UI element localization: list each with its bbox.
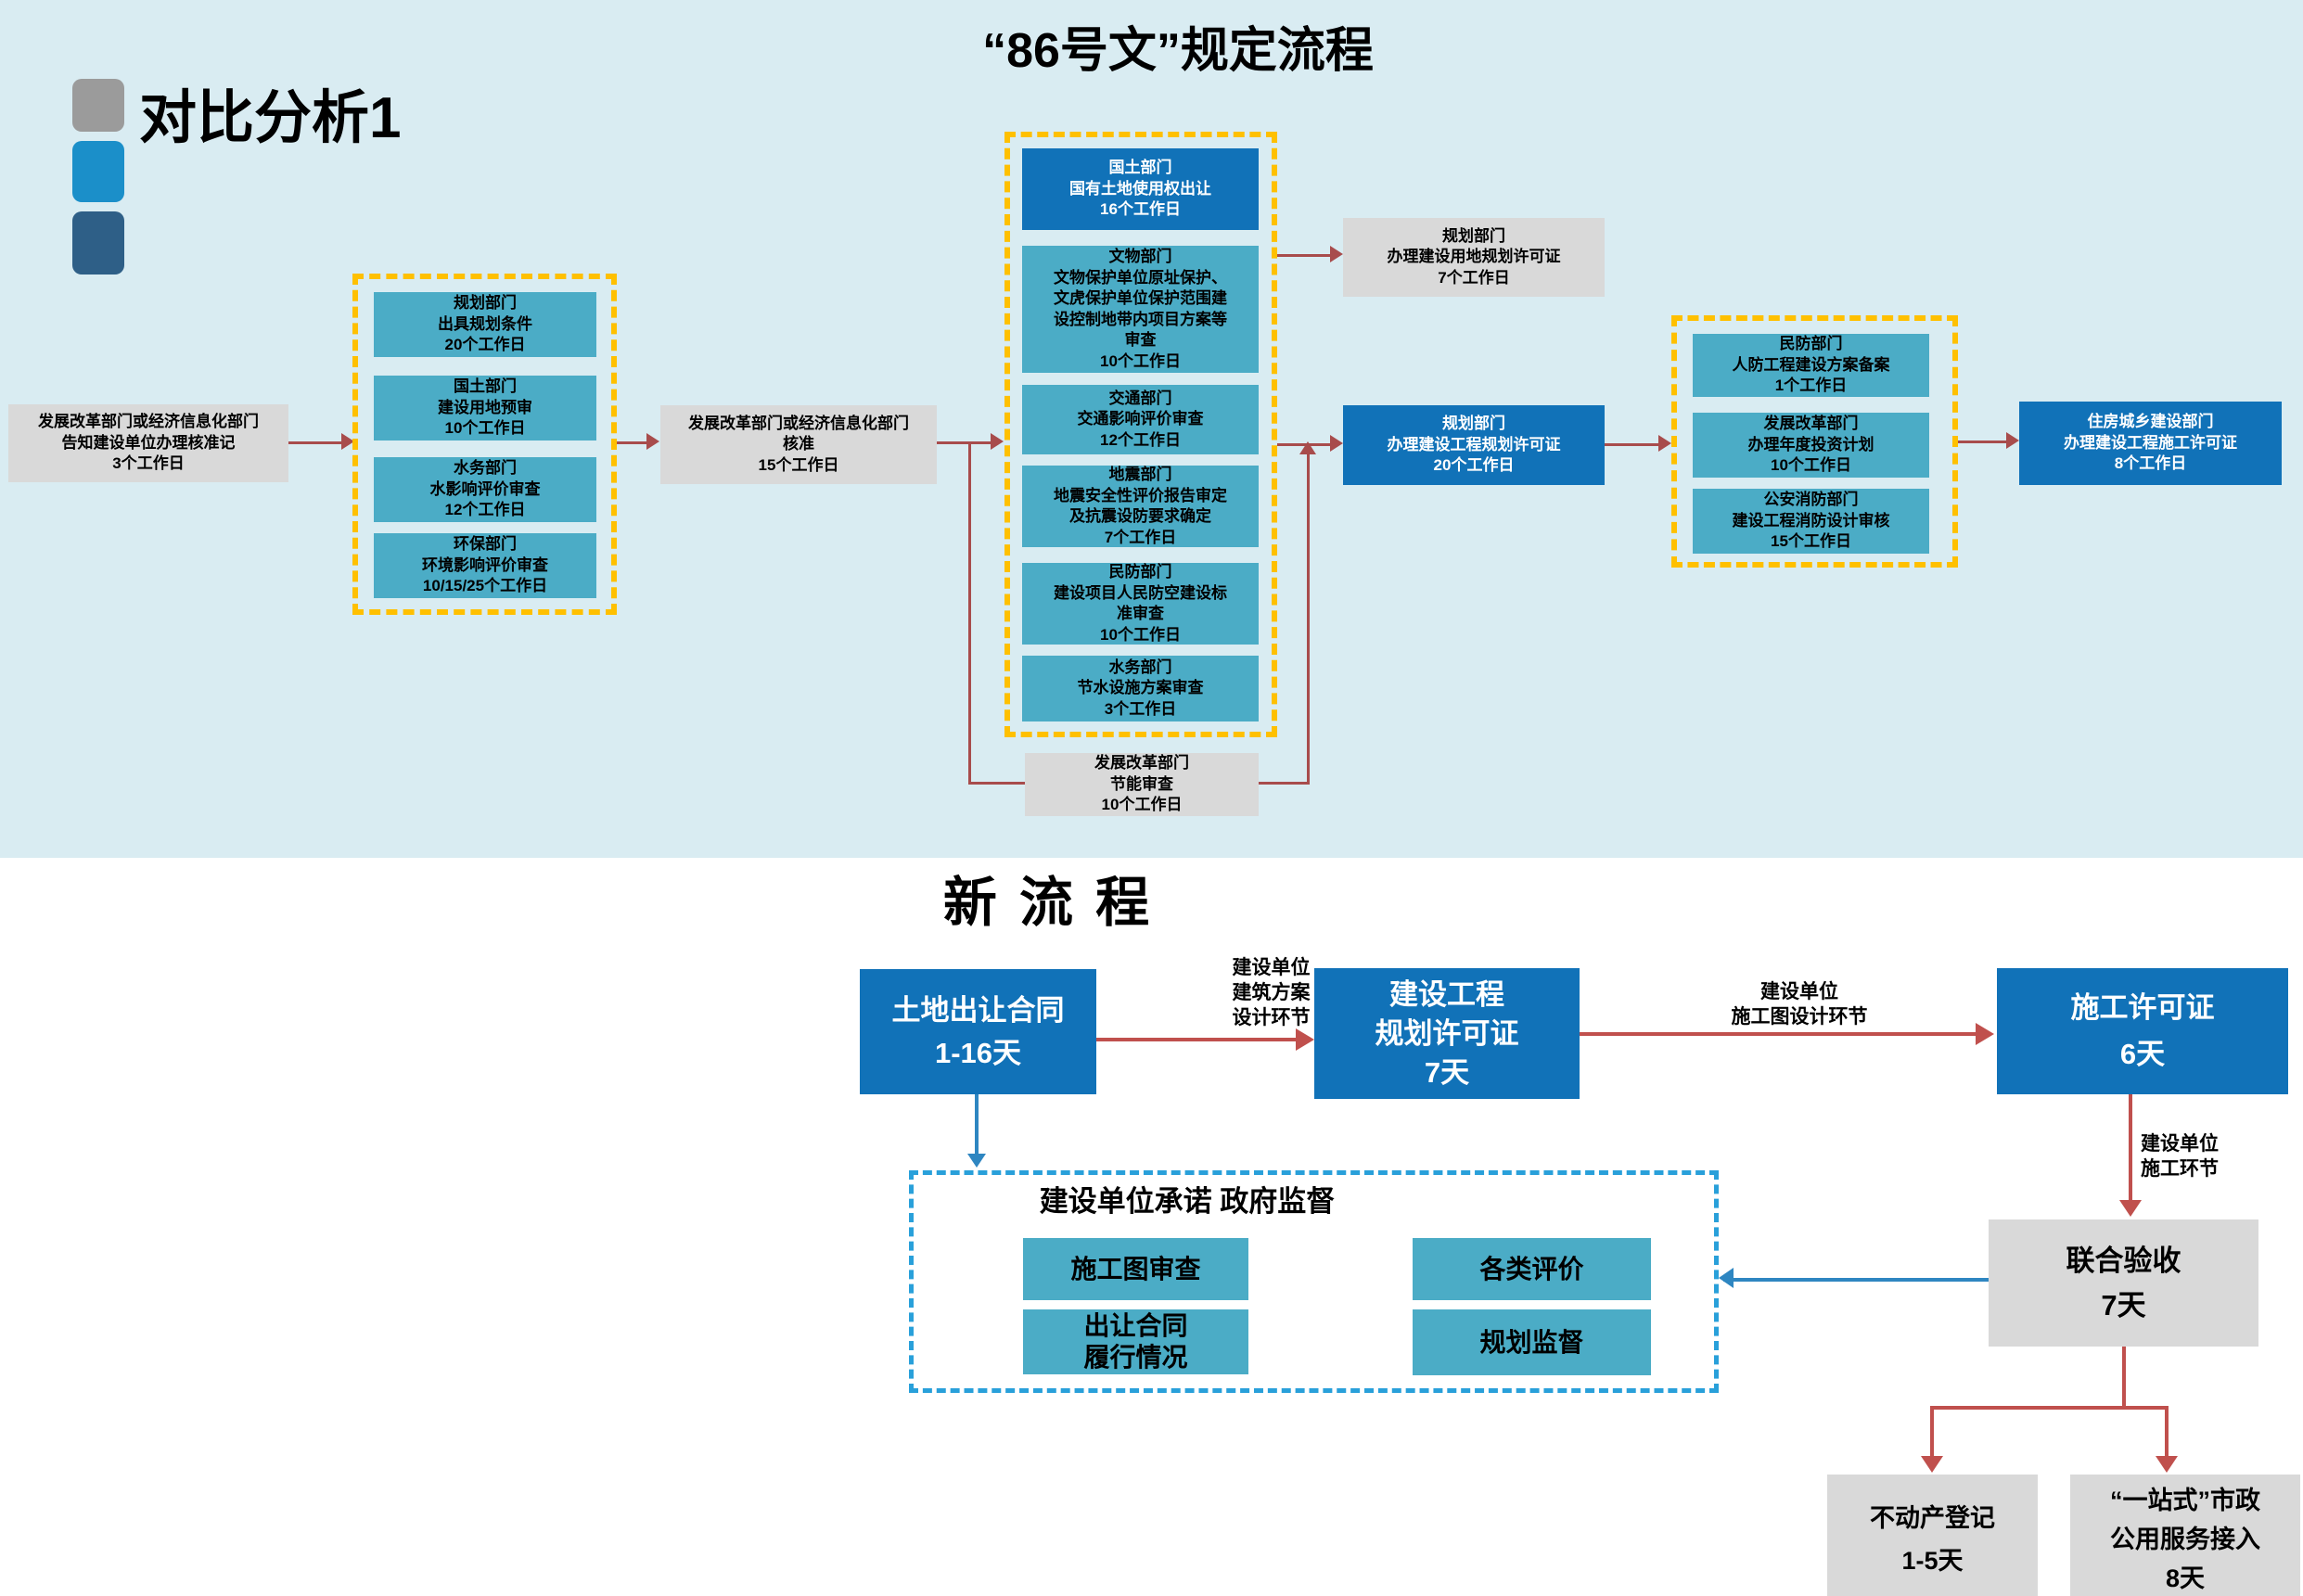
one-stop-service-box: “一站式”市政 公用服务接入 8天 xyxy=(2070,1475,2300,1596)
top-flow-title: “86号文”规定流程 xyxy=(982,24,1374,78)
connector-line xyxy=(1307,454,1310,785)
group1-land-box: 国土部门 建设用地预审 10个工作日 xyxy=(374,376,596,440)
realty-registration-box: 不动产登记 1-5天 xyxy=(1827,1475,2038,1596)
approval-box: 发展改革部门或经济信息化部门 核准 15个工作日 xyxy=(660,405,937,484)
connector-line xyxy=(1723,1278,1989,1282)
working-drawing-label: 建设单位 施工图设计环节 xyxy=(1731,981,1868,1028)
connector-line xyxy=(1930,1406,2167,1410)
energy-review-box: 发展改革部门 节能审查 10个工作日 xyxy=(1025,753,1259,816)
connector-line xyxy=(1096,1038,1297,1041)
group3-fire-review-box: 公安消防部门 建设工程消防设计审核 15个工作日 xyxy=(1693,489,1929,554)
joint-acceptance-box: 联合验收 7天 xyxy=(1989,1219,2258,1347)
connector-line xyxy=(968,441,971,785)
project-planning-permit-box: 规划部门 办理建设工程规划许可证 20个工作日 xyxy=(1343,405,1605,485)
marker-square-gray-icon xyxy=(72,79,124,132)
group1-environment-box: 环保部门 环境影响评价审查 10/15/25个工作日 xyxy=(374,533,596,598)
arrow-right-icon xyxy=(2006,432,2019,449)
construction-permit-box-top: 住房城乡建设部门 办理建设工程施工许可证 8个工作日 xyxy=(2019,402,2282,485)
marker-square-blue-icon xyxy=(72,141,124,202)
supervision-title: 建设单位承诺 政府监督 xyxy=(1039,1185,1336,1218)
connector-line xyxy=(2122,1347,2126,1408)
construction-permit-box: 施工许可证 6天 xyxy=(1997,968,2288,1094)
planning-permit-box: 建设工程 规划许可证 7天 xyxy=(1314,968,1580,1099)
connector-line xyxy=(937,441,991,444)
group2-seismic-box: 地震部门 地震安全性评价报告审定 及抗震设防要求确定 7个工作日 xyxy=(1022,466,1259,547)
notify-box: 发展改革部门或经济信息化部门 告知建设单位办理核准记 3个工作日 xyxy=(8,404,288,482)
connector-line xyxy=(1277,254,1331,257)
arrow-right-icon xyxy=(646,433,659,450)
group3-investment-box: 发展改革部门 办理年度投资计划 10个工作日 xyxy=(1693,413,1929,478)
arrow-right-icon xyxy=(1658,435,1671,452)
arrow-right-icon xyxy=(1976,1023,1994,1045)
marker-square-darkblue-icon xyxy=(72,211,124,275)
bottom-flow-title: 新 流 程 xyxy=(942,873,1154,933)
arrow-right-icon xyxy=(991,433,1004,450)
group2-traffic-box: 交通部门 交通影响评价审查 12个工作日 xyxy=(1022,385,1259,454)
parallel-review-dashed-group xyxy=(1004,132,1277,737)
contract-performance-box: 出让合同 履行情况 xyxy=(1023,1309,1248,1374)
arrow-right-icon xyxy=(1330,435,1343,452)
arrow-down-icon xyxy=(1921,1456,1943,1473)
group2-land-grant-box: 国土部门 国有土地使用权出让 16个工作日 xyxy=(1022,148,1259,230)
group2-civil-defense-box: 民防部门 建设项目人民防空建设标 准审查 10个工作日 xyxy=(1022,563,1259,645)
arrow-down-icon xyxy=(2156,1456,2178,1473)
arrow-down-icon xyxy=(967,1154,986,1168)
connector-line xyxy=(975,1094,979,1156)
preapproval-dashed-group xyxy=(352,274,617,615)
connector-line xyxy=(1277,443,1331,446)
arrow-left-icon xyxy=(1719,1268,1734,1288)
construction-phase-label: 建设单位 施工环节 xyxy=(2141,1133,2219,1180)
connector-line xyxy=(1930,1406,1934,1458)
arrow-right-icon xyxy=(1330,246,1343,262)
planning-supervision-box: 规划监督 xyxy=(1413,1309,1651,1375)
arrow-down-icon xyxy=(2119,1200,2142,1217)
connector-line xyxy=(1580,1032,1977,1036)
supervision-dashed-group xyxy=(909,1170,1719,1393)
connector-line xyxy=(2129,1094,2132,1202)
connector-line xyxy=(1605,443,1659,446)
group3-civil-defense-box: 民防部门 人防工程建设方案备案 1个工作日 xyxy=(1693,334,1929,397)
corner-title: 对比分析1 xyxy=(139,86,402,150)
connector-line xyxy=(617,441,647,444)
evaluations-box: 各类评价 xyxy=(1413,1238,1651,1300)
design-phase-label: 建设单位 建筑方案 设计环节 xyxy=(1232,957,1311,1028)
group2-water-saving-box: 水务部门 节水设施方案审查 3个工作日 xyxy=(1022,656,1259,721)
drawing-review-box: 施工图审查 xyxy=(1023,1238,1248,1300)
connector-line xyxy=(1958,440,2006,443)
arrow-right-icon xyxy=(1296,1028,1314,1051)
group2-heritage-box: 文物部门 文物保护单位原址保护、 文虎保护单位保护范围建 设控制地带内项目方案等… xyxy=(1022,246,1259,373)
land-use-permit-box: 规划部门 办理建设用地规划许可证 7个工作日 xyxy=(1343,218,1605,297)
connector-line xyxy=(2165,1406,2169,1458)
group1-water-box: 水务部门 水影响评价审查 12个工作日 xyxy=(374,457,596,522)
arrow-right-icon xyxy=(341,433,354,450)
connector-line xyxy=(288,441,341,444)
post-permit-dashed-group xyxy=(1671,315,1958,568)
land-contract-box: 土地出让合同 1-16天 xyxy=(860,969,1096,1094)
group1-planning-box: 规划部门 出具规划条件 20个工作日 xyxy=(374,292,596,357)
